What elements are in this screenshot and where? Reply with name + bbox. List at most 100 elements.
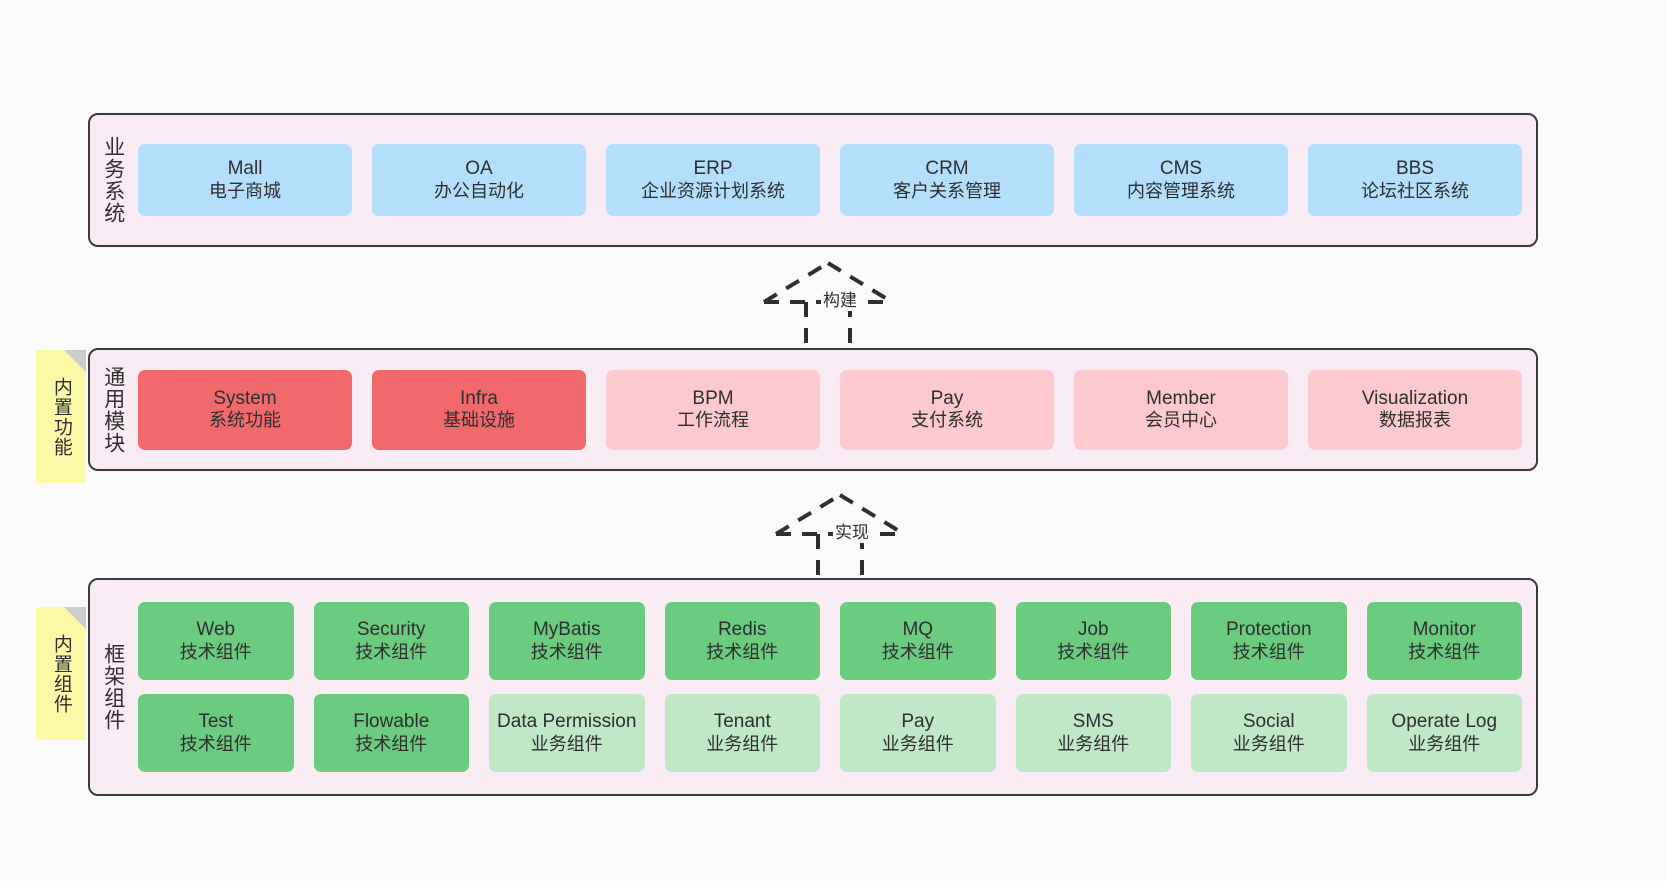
card-title: CMS [1159, 158, 1203, 180]
card-title: Test [198, 711, 234, 733]
framework-components-row-2: Test 技术组件 Flowable 技术组件 Data Permission … [138, 694, 1522, 772]
common-modules-row: System 系统功能 Infra 基础设施 BPM 工作流程 Pay 支付系统… [138, 369, 1522, 450]
card-erp[interactable]: ERP 企业资源计划系统 [606, 144, 820, 216]
card-title: Social [1242, 711, 1295, 733]
card-data-permission[interactable]: Data Permission 业务组件 [489, 694, 645, 772]
card-subtitle: 会员中心 [1145, 410, 1217, 431]
layer-body-framework-components: Web 技术组件 Security 技术组件 MyBatis 技术组件 Redi… [136, 580, 1536, 794]
card-security[interactable]: Security 技术组件 [313, 602, 469, 680]
card-subtitle: 工作流程 [677, 410, 749, 431]
card-title: ERP [693, 158, 733, 180]
sticky-fold-corner-icon [64, 350, 86, 372]
card-title: MyBatis [532, 619, 601, 641]
card-title: Visualization [1361, 387, 1469, 409]
card-monitor[interactable]: Monitor 技术组件 [1366, 602, 1522, 680]
layer-body-common-modules: System 系统功能 Infra 基础设施 BPM 工作流程 Pay 支付系统… [136, 350, 1536, 469]
card-subtitle: 技术组件 [355, 733, 428, 754]
card-subtitle: 办公自动化 [434, 180, 524, 201]
card-infra[interactable]: Infra 基础设施 [372, 369, 586, 450]
layer-label-business-systems: 业务系统 [101, 136, 125, 224]
card-job[interactable]: Job 技术组件 [1015, 602, 1171, 680]
layer-common-modules: 通用模块 System 系统功能 Infra 基础设施 BPM 工作流程 Pay… [88, 348, 1538, 471]
card-subtitle: 业务组件 [1232, 733, 1305, 754]
sticky-note-label: 内置功能 [50, 376, 72, 457]
card-mybatis[interactable]: MyBatis 技术组件 [489, 602, 645, 680]
card-title: MQ [902, 619, 934, 641]
card-subtitle: 企业资源计划系统 [641, 180, 785, 201]
card-subtitle: 技术组件 [1408, 641, 1481, 662]
card-cms[interactable]: CMS 内容管理系统 [1074, 144, 1288, 216]
card-title: Pay [901, 711, 935, 733]
card-subtitle: 业务组件 [1408, 733, 1481, 754]
card-pay[interactable]: Pay 支付系统 [840, 369, 1054, 450]
card-title: Protection [1225, 619, 1312, 641]
card-subtitle: 业务组件 [530, 733, 603, 754]
card-subtitle: 客户关系管理 [893, 180, 1001, 201]
arrow-build: 构建 [740, 256, 940, 356]
card-operate-log[interactable]: Operate Log 业务组件 [1366, 694, 1522, 772]
card-protection[interactable]: Protection 技术组件 [1191, 602, 1347, 680]
card-flowable[interactable]: Flowable 技术组件 [313, 694, 469, 772]
card-social[interactable]: Social 业务组件 [1191, 694, 1347, 772]
card-test[interactable]: Test 技术组件 [138, 694, 294, 772]
card-subtitle: 技术组件 [179, 733, 252, 754]
card-subtitle: 业务组件 [1057, 733, 1130, 754]
card-subtitle: 支付系统 [911, 410, 983, 431]
card-subtitle: 技术组件 [1232, 641, 1305, 662]
card-subtitle: 技术组件 [706, 641, 779, 662]
card-subtitle: 数据报表 [1379, 410, 1451, 431]
framework-components-row-1: Web 技术组件 Security 技术组件 MyBatis 技术组件 Redi… [138, 602, 1522, 680]
card-title: Mall [227, 158, 263, 180]
card-crm[interactable]: CRM 客户关系管理 [840, 144, 1054, 216]
card-title: Redis [717, 619, 767, 641]
card-subtitle: 技术组件 [881, 641, 954, 662]
layer-label-common-modules: 通用模块 [101, 365, 125, 454]
sticky-note-builtin-component: 内置组件 [36, 607, 86, 740]
card-visualization[interactable]: Visualization 数据报表 [1308, 369, 1522, 450]
card-sms[interactable]: SMS 业务组件 [1015, 694, 1171, 772]
card-mq[interactable]: MQ 技术组件 [840, 602, 996, 680]
card-title: Member [1146, 387, 1216, 409]
card-subtitle: 技术组件 [530, 641, 603, 662]
card-bbs[interactable]: BBS 论坛社区系统 [1308, 144, 1522, 216]
card-title: Security [356, 619, 426, 641]
card-mall[interactable]: Mall 电子商城 [138, 144, 352, 216]
card-title: BPM [692, 387, 734, 409]
card-title: Operate Log [1391, 711, 1498, 733]
card-title: Job [1077, 619, 1109, 641]
card-subtitle: 技术组件 [179, 641, 252, 662]
arrow-implement-label: 实现 [833, 523, 871, 543]
card-title: BBS [1395, 158, 1435, 180]
layer-label-framework-components: 框架组件 [101, 643, 125, 731]
sticky-note-label: 内置组件 [50, 633, 72, 714]
card-title: OA [465, 158, 493, 180]
card-system[interactable]: System 系统功能 [138, 369, 352, 450]
layer-framework-components: 框架组件 Web 技术组件 Security 技术组件 MyBatis 技术组件… [88, 578, 1538, 796]
card-subtitle: 技术组件 [1057, 641, 1130, 662]
sticky-note-builtin-function: 内置功能 [36, 350, 86, 483]
card-title: Monitor [1412, 619, 1476, 641]
card-tenant[interactable]: Tenant 业务组件 [664, 694, 820, 772]
card-title: Flowable [353, 711, 430, 733]
card-subtitle: 论坛社区系统 [1361, 180, 1469, 201]
card-subtitle: 内容管理系统 [1127, 180, 1235, 201]
card-subtitle: 业务组件 [706, 733, 779, 754]
layer-body-business-systems: Mall 电子商城 OA 办公自动化 ERP 企业资源计划系统 CRM 客户关系… [136, 115, 1536, 245]
arrow-implement: 实现 [752, 488, 952, 588]
card-oa[interactable]: OA 办公自动化 [372, 144, 586, 216]
card-subtitle: 基础设施 [443, 410, 515, 431]
card-subtitle: 系统功能 [209, 410, 281, 431]
card-bpm[interactable]: BPM 工作流程 [606, 369, 820, 450]
business-systems-row: Mall 电子商城 OA 办公自动化 ERP 企业资源计划系统 CRM 客户关系… [138, 144, 1522, 216]
layer-business-systems: 业务系统 Mall 电子商城 OA 办公自动化 ERP 企业资源计划系统 CRM… [88, 113, 1538, 247]
card-title: Tenant [713, 711, 771, 733]
card-redis[interactable]: Redis 技术组件 [664, 602, 820, 680]
card-subtitle: 技术组件 [355, 641, 428, 662]
card-member[interactable]: Member 会员中心 [1074, 369, 1288, 450]
card-web[interactable]: Web 技术组件 [138, 602, 294, 680]
card-title: Web [196, 619, 236, 641]
card-pay-business[interactable]: Pay 业务组件 [840, 694, 996, 772]
card-title: SMS [1072, 711, 1114, 733]
card-subtitle: 业务组件 [881, 733, 954, 754]
card-title: Infra [459, 387, 499, 409]
